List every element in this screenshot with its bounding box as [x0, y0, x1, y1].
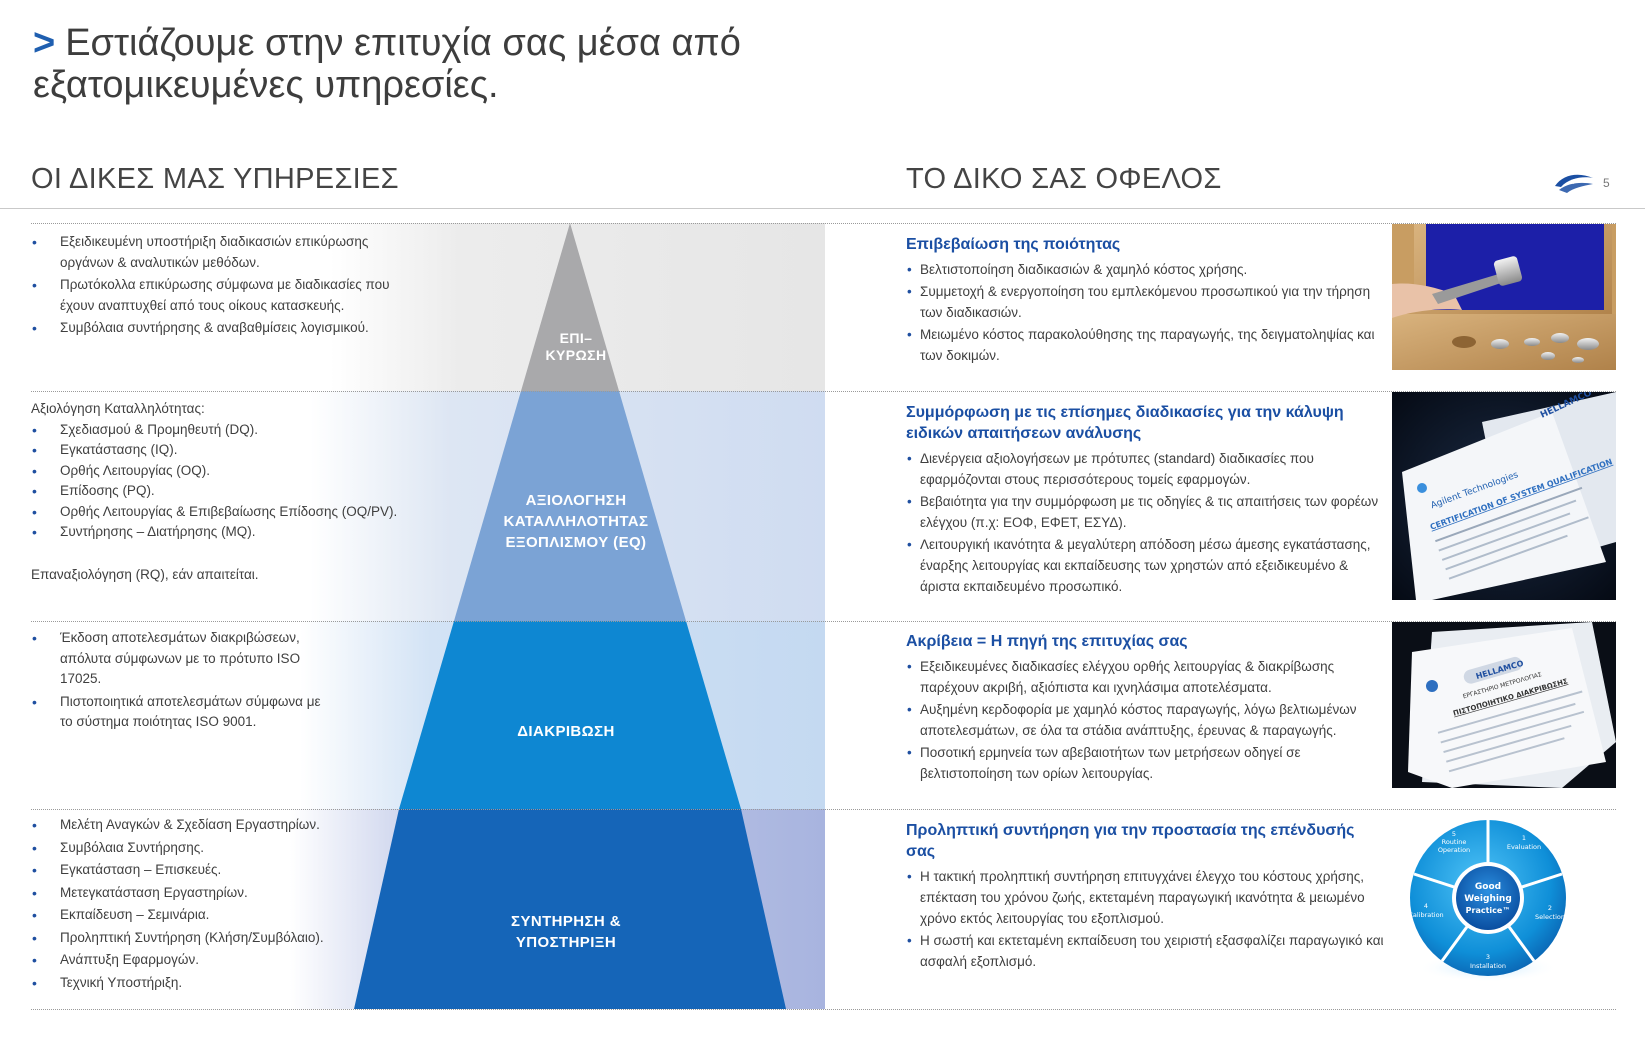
title-line-2: εξατομικευμένες υπηρεσίες.: [33, 64, 499, 106]
tier-label-maintenance: ΣΥΝΤΗΡΗΣΗ &ΥΠΟΣΤΗΡΙΞΗ: [511, 913, 621, 951]
list-item: Συντήρησης – Διατήρησης (MQ).: [31, 522, 411, 543]
list-item: Μετεγκατάσταση Εργαστηρίων.: [31, 883, 411, 904]
list-item: Εξειδικευμένη υποστήριξη διαδικασιών επι…: [31, 232, 411, 273]
good-weighing-practice-diagram: Good Weighing Practice™ 1 Evaluation 2 S…: [1400, 818, 1576, 988]
benefit-quality: Επιβεβαίωση της ποιότητας Βελτιστοποίηση…: [906, 234, 1386, 367]
weights-kit-photo: [1392, 224, 1616, 370]
list-item: Εξειδικευμένες διαδικασίες ελέγχου ορθής…: [906, 656, 1386, 698]
validation-services: Εξειδικευμένη υποστήριξη διαδικασιών επι…: [31, 232, 411, 341]
pyramid-tier-maintenance: [354, 809, 786, 1009]
svg-text:Evaluation: Evaluation: [1507, 843, 1541, 851]
svg-text:Routine: Routine: [1442, 838, 1467, 846]
svg-text:Operation: Operation: [1438, 846, 1470, 854]
pyramid-tier-validation: [521, 223, 619, 391]
svg-text:4: 4: [1424, 902, 1428, 910]
title-chevron: >: [33, 22, 56, 64]
list-item: Έκδοση αποτελεσμάτων διακριβώσεων, απόλυ…: [31, 628, 331, 690]
svg-text:Installation: Installation: [1470, 962, 1506, 970]
list-item: Πρωτόκολλα επικύρωσης σύμφωνα με διαδικα…: [31, 275, 411, 316]
qualification-services: Αξιολόγηση Καταλληλότητας: Σχεδιασμού & …: [31, 399, 411, 585]
row-divider: [31, 391, 1616, 392]
svg-text:Selection: Selection: [1535, 913, 1565, 921]
list-item: Εγκατάστασης (IQ).: [31, 440, 411, 461]
svg-text:5: 5: [1452, 830, 1456, 838]
svg-text:2: 2: [1548, 904, 1552, 912]
list-item: Προληπτική Συντήρηση (Κλήση/Συμβόλαιο).: [31, 928, 411, 949]
certificate-documents-photo: Agilent Technologies CERTIFICATION OF SY…: [1392, 392, 1616, 600]
benefits-heading: ΤΟ ΔΙΚΟ ΣΑΣ ΟΦΕΛΟΣ: [906, 163, 1222, 195]
row-divider: [31, 1009, 1616, 1010]
list-item: Ορθής Λειτουργίας & Επιβεβαίωσης Επίδοση…: [31, 502, 411, 523]
list-item: Εγκατάσταση – Επισκευές.: [31, 860, 411, 881]
list-item: Συμβόλαια συντήρησης & αναβαθμίσεις λογι…: [31, 318, 411, 339]
list-item: Μελέτη Αναγκών & Σχεδίαση Εργαστηρίων.: [31, 815, 411, 836]
services-pyramid: [354, 223, 786, 1009]
list-item: Ορθής Λειτουργίας (OQ).: [31, 461, 411, 482]
benefit-heading: Συμμόρφωση με τις επίσημες διαδικασίες γ…: [906, 404, 1344, 442]
requalification-note: Επαναξιολόγηση (RQ), εάν απαιτείται.: [31, 566, 259, 582]
list-item: Η τακτική προληπτική συντήρηση επιτυγχάν…: [906, 866, 1386, 929]
benefit-heading: Ακρίβεια = Η πηγή της επιτυχίας σας: [906, 633, 1188, 650]
row-divider: [31, 809, 1616, 810]
benefit-accuracy: Ακρίβεια = Η πηγή της επιτυχίας σας Εξει…: [906, 631, 1386, 785]
list-item: Τεχνική Υποστήριξη.: [31, 973, 411, 994]
list-item: Ποσοτική ερμηνεία των αβεβαιοτήτων των μ…: [906, 742, 1386, 784]
page-number: 5: [1603, 176, 1610, 190]
list-item: Βελτιστοποίηση διαδικασιών & χαμηλό κόστ…: [906, 259, 1386, 280]
list-item: Ανάπτυξη Εφαρμογών.: [31, 950, 411, 971]
benefit-maintenance: Προληπτική συντήρηση για την προστασία τ…: [906, 820, 1386, 973]
qualification-intro: Αξιολόγηση Καταλληλότητας:: [31, 401, 205, 416]
title-line-1: Εστιάζουμε στην επιτυχία σας μέσα από: [65, 22, 741, 64]
row-divider: [31, 223, 1616, 224]
list-item: Αυξημένη κερδοφορία με χαμηλό κόστος παρ…: [906, 699, 1386, 741]
svg-text:1: 1: [1522, 834, 1526, 842]
svg-text:3: 3: [1486, 953, 1490, 961]
tier-label-validation: ΕΠΙ–ΚΥΡΩΣΗ: [545, 330, 607, 363]
calibration-services: Έκδοση αποτελεσμάτων διακριβώσεων, απόλυ…: [31, 628, 331, 735]
list-item: Συμμετοχή & ενεργοποίηση του εμπλεκόμενο…: [906, 281, 1386, 323]
header-divider: [0, 208, 1645, 209]
pyramid-tier-calibration: [399, 621, 741, 809]
row-divider: [31, 621, 1616, 622]
benefit-heading: Επιβεβαίωση της ποιότητας: [906, 236, 1121, 253]
list-item: Συμβόλαια Συντήρησης.: [31, 838, 411, 859]
benefit-heading: Προληπτική συντήρηση για την προστασία τ…: [906, 822, 1355, 860]
list-item: Διενέργεια αξιολογήσεων με πρότυπες (sta…: [906, 448, 1386, 490]
list-item: Πιστοποιητικά αποτελεσμάτων σύμφωνα με τ…: [31, 692, 331, 733]
svg-text:Practice™: Practice™: [1466, 906, 1511, 915]
page-title: >Εστιάζουμε στην επιτυχία σας μέσα από ε…: [33, 22, 933, 106]
maintenance-services: Μελέτη Αναγκών & Σχεδίαση Εργαστηρίων. Σ…: [31, 815, 411, 995]
list-item: Λειτουργική ικανότητα & μεγαλύτερη απόδο…: [906, 534, 1386, 597]
list-item: Μειωμένο κόστος παρακολούθησης της παραγ…: [906, 324, 1386, 366]
company-logo-icon: [1555, 174, 1593, 193]
list-item: Σχεδιασμού & Προμηθευτή (DQ).: [31, 420, 411, 441]
benefit-compliance: Συμμόρφωση με τις επίσημες διαδικασίες γ…: [906, 402, 1386, 598]
list-item: Επίδοσης (PQ).: [31, 481, 411, 502]
pyramid-tier-qualification: [454, 391, 686, 621]
tier-label-calibration: ΔΙΑΚΡΙΒΩΣΗ: [517, 723, 615, 740]
services-heading: ΟΙ ΔΙΚΕΣ ΜΑΣ ΥΠΗΡΕΣΙΕΣ: [31, 163, 399, 195]
list-item: Βεβαιότητα για την συμμόρφωση με τις οδη…: [906, 491, 1386, 533]
list-item: Η σωστή και εκτεταμένη εκπαίδευση του χε…: [906, 930, 1386, 972]
list-item: Εκπαίδευση – Σεμινάρια.: [31, 905, 411, 926]
svg-text:Good: Good: [1475, 882, 1501, 892]
calibration-certificate-photo: HELLAMCO ΕΡΓΑΣΤΗΡΙΟ ΜΕΤΡΟΛΟΓΙΑΣ ΠΙΣΤΟΠΟΙ…: [1392, 622, 1616, 788]
svg-text:Weighing: Weighing: [1464, 894, 1512, 904]
svg-text:Calibration: Calibration: [1408, 911, 1443, 919]
